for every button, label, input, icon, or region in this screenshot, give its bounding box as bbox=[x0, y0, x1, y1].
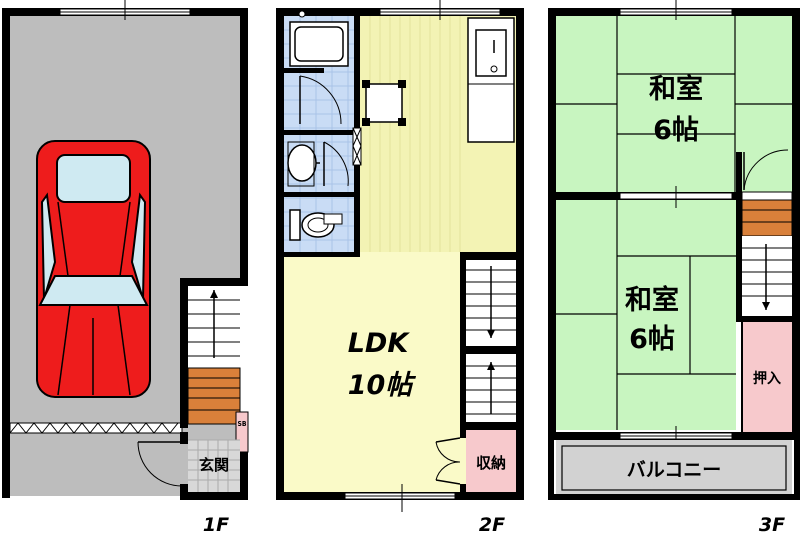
door-swing-icon bbox=[743, 149, 789, 191]
door-swing-icon bbox=[323, 141, 349, 187]
balcony-label: バルコニー bbox=[627, 459, 722, 481]
stair-arrow-icon bbox=[487, 362, 495, 414]
shutter-rail bbox=[9, 422, 183, 434]
bathtub-icon bbox=[289, 10, 349, 67]
oshiire bbox=[742, 322, 792, 432]
washbasin-icon bbox=[287, 141, 320, 187]
oshiire-label: 押入 bbox=[753, 370, 781, 387]
door-swing-icon bbox=[435, 437, 461, 485]
storage-2f-label: 収納 bbox=[476, 454, 506, 472]
washitsu-lower-label: 和室 bbox=[625, 284, 679, 316]
floor-2f: 収納 LDK 10帖 2F bbox=[276, 0, 524, 536]
floor-label-2f: 2F bbox=[479, 514, 505, 536]
sink-icon bbox=[475, 29, 507, 77]
washitsu-lower bbox=[556, 200, 736, 430]
stair-arrow-icon bbox=[210, 290, 218, 358]
stair-1f bbox=[180, 278, 248, 428]
floor-label-3f: 3F bbox=[759, 514, 785, 536]
door-swing-icon bbox=[299, 75, 342, 125]
stair-3f bbox=[736, 152, 793, 316]
washitsu-lower-size: 6帖 bbox=[629, 324, 675, 355]
toilet-icon bbox=[289, 209, 343, 241]
shoe-box-label: SB bbox=[238, 420, 247, 428]
ldk-size: 10帖 bbox=[348, 370, 417, 401]
floor-label-1f: 1F bbox=[203, 514, 229, 536]
ldk-label: LDK bbox=[348, 328, 411, 359]
floor-1f: SB 玄関 1F bbox=[2, 0, 249, 536]
washer bbox=[362, 80, 406, 126]
washitsu-upper-size: 6帖 bbox=[653, 115, 699, 146]
genkan bbox=[188, 440, 240, 492]
stair-2f bbox=[460, 252, 516, 422]
floor-3f: 押入 バルコニー 和室 6帖 和室 6帖 3F bbox=[548, 0, 800, 536]
door-swing-icon bbox=[137, 441, 183, 487]
stair-arrow-icon bbox=[762, 244, 770, 310]
stair-arrow-icon bbox=[487, 266, 495, 338]
balcony bbox=[556, 440, 792, 496]
genkan-label: 玄関 bbox=[199, 456, 229, 474]
storage-2f bbox=[466, 430, 516, 492]
washitsu-upper-label: 和室 bbox=[649, 73, 703, 105]
car-icon bbox=[36, 140, 151, 398]
